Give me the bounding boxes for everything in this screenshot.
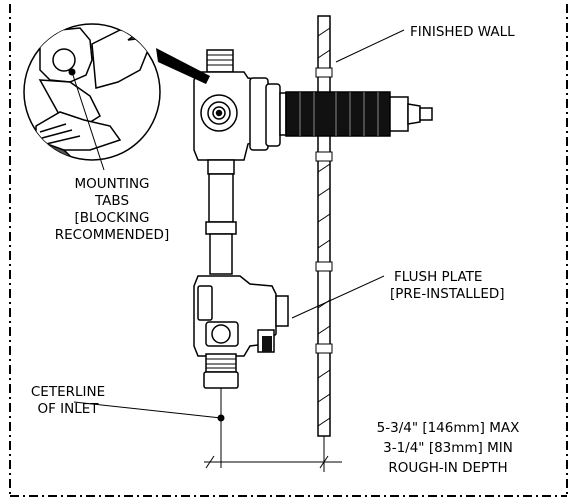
mounting-tabs-label-1: MOUNTING bbox=[74, 176, 149, 192]
dash-dot-frame bbox=[9, 4, 568, 497]
flush-plate-label-1: FLUSH PLATE bbox=[394, 269, 482, 285]
centerline-label-2: OF INLET bbox=[37, 401, 99, 417]
finished-wall-label: FINISHED WALL bbox=[410, 24, 515, 40]
centerline-label-1: CETERLINE bbox=[31, 384, 105, 400]
rough-in-depth-label: ROUGH-IN DEPTH bbox=[388, 460, 507, 476]
finished-wall bbox=[315, 15, 333, 437]
rough-in-min-label: 3-1/4" [83mm] MIN bbox=[383, 440, 513, 456]
leader-lines bbox=[71, 29, 405, 472]
mounting-tab-detail bbox=[23, 23, 210, 161]
valve-body bbox=[193, 49, 433, 389]
mounting-tabs-label-2: TABS bbox=[94, 193, 129, 209]
mounting-tabs-label-4: RECOMMENDED] bbox=[55, 227, 169, 243]
callout-labels: FINISHED WALL MOUNTING TABS [BLOCKING RE… bbox=[31, 24, 519, 476]
mounting-tabs-label-3: [BLOCKING bbox=[74, 210, 149, 226]
centerline-marker bbox=[217, 414, 225, 422]
rough-in-max-label: 5-3/4" [146mm] MAX bbox=[377, 420, 520, 436]
flush-plate-label-2: [PRE-INSTALLED] bbox=[390, 286, 505, 302]
